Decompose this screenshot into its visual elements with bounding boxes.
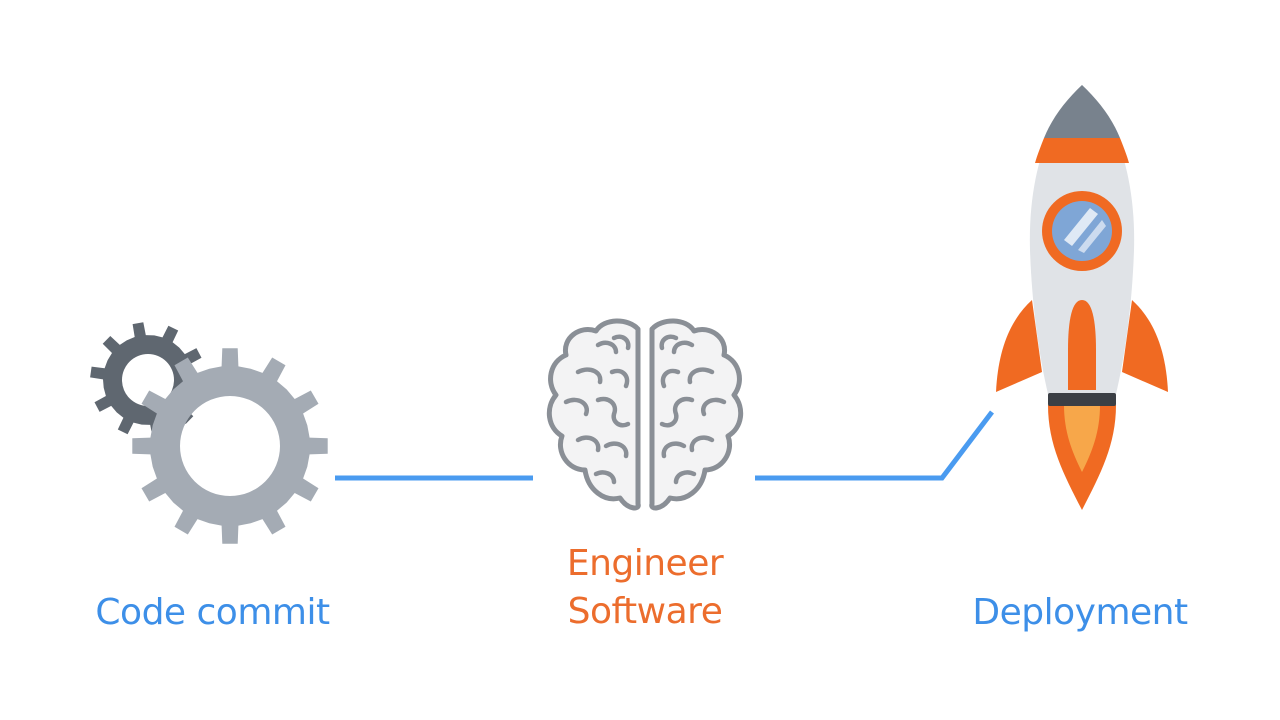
- rocket-window-shine: [1064, 208, 1098, 246]
- brain-icon: [546, 318, 744, 511]
- rocket-nose: [1044, 85, 1120, 138]
- rocket-fin-center: [1068, 300, 1096, 390]
- engineer-label-line-2: Software: [567, 591, 723, 632]
- rocket-band: [1035, 138, 1129, 163]
- brain-folds: [563, 334, 727, 485]
- engineer-label-line-1: Engineer: [566, 543, 724, 584]
- connector-engineer-deploy: [755, 410, 994, 481]
- brain-right-hemisphere: [649, 318, 744, 511]
- code-commit-label: Code commit: [95, 592, 330, 633]
- gears-icon: [90, 322, 328, 544]
- rocket-fin-left: [996, 300, 1042, 392]
- deployment-label: Deployment: [972, 592, 1188, 633]
- rocket-flame-inner: [1064, 405, 1100, 472]
- rocket-engine-band: [1048, 393, 1116, 406]
- brain-left-hemisphere: [546, 318, 641, 511]
- engineer-software-label: Engineer Software: [520, 540, 770, 636]
- gear-big-shape: [132, 348, 328, 544]
- rocket-window-shine: [1078, 220, 1106, 253]
- rocket-fin-right: [1122, 300, 1168, 392]
- rocket-icon: [996, 85, 1168, 510]
- large-gear-icon: [132, 348, 328, 544]
